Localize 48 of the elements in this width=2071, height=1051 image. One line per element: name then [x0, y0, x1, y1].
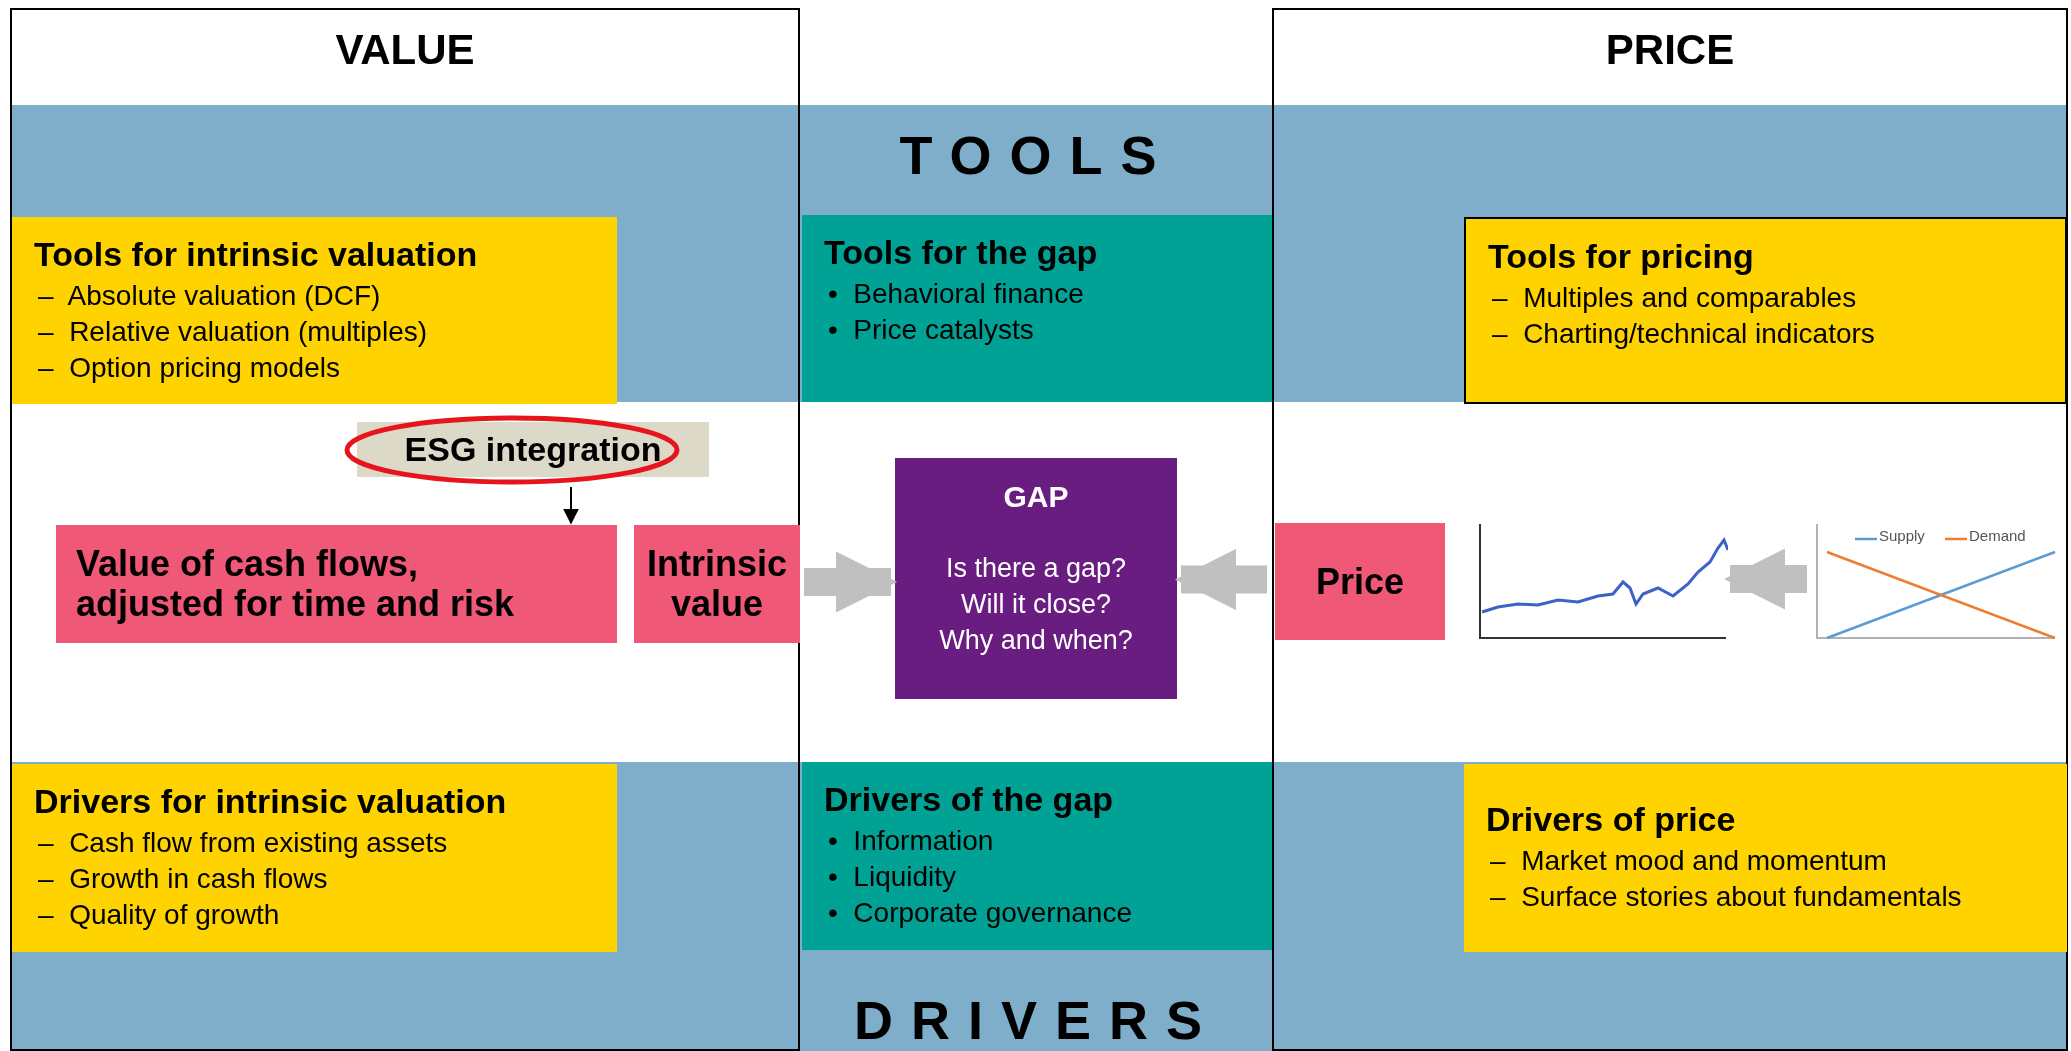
value-box: [56, 525, 617, 643]
list-item: – Market mood and momentum: [1490, 844, 1887, 878]
box-label: Intrinsic value: [646, 544, 788, 624]
card-heading: Tools for the gap: [824, 233, 1099, 272]
list-item: – Option pricing models: [38, 351, 340, 385]
info-card: [1464, 764, 2067, 952]
list-item: • Price catalysts: [828, 313, 1034, 347]
info-card: [802, 215, 1272, 402]
list-item: – Growth in cash flows: [38, 862, 328, 896]
info-card: [12, 217, 617, 404]
gap-box: [895, 458, 1177, 699]
section-heading: DRIVERS: [852, 990, 1221, 1051]
list-item: • Liquidity: [828, 860, 957, 894]
list-item: – Relative valuation (multiples): [38, 315, 428, 349]
list-item: • Information: [828, 824, 994, 858]
card-heading: Drivers for intrinsic valuation: [34, 782, 508, 821]
box-label: Value of cash flows, adjusted for time and risk: [76, 544, 516, 624]
card-heading: Tools for intrinsic valuation: [34, 235, 479, 274]
column-panel: [10, 8, 800, 1051]
arrow: [563, 486, 579, 525]
list-item: – Surface stories about fundamentals: [1490, 880, 1962, 914]
box-label: Price: [1315, 561, 1405, 602]
list-item: • Corporate governance: [828, 896, 1132, 930]
block-arrow: [1174, 548, 1267, 611]
value-box: [1275, 523, 1445, 640]
list-item: – Cash flow from existing assets: [38, 826, 448, 860]
column-panel: [1272, 8, 2068, 1051]
box-label: ESG integration: [404, 430, 662, 469]
list-item: • Behavioral finance: [828, 277, 1084, 311]
list-item: – Multiples and comparables: [1492, 281, 1857, 315]
block-arrow: [1723, 548, 1807, 610]
block-arrow: [804, 551, 898, 613]
legend-text: Supply: [1879, 527, 1925, 544]
card-heading: Drivers of the gap: [824, 780, 1115, 819]
box-text: Is there a gap? Will it close? Why and when?: [939, 552, 1133, 657]
value-box: [634, 525, 800, 643]
info-card: [12, 764, 617, 952]
list-item: – Absolute valuation (DCF): [38, 279, 381, 313]
info-card: [1464, 217, 2067, 404]
section-heading: TOOLS: [898, 124, 1176, 187]
card-heading: Drivers of price: [1486, 800, 1737, 839]
list-item: – Quality of growth: [38, 898, 280, 932]
list-item: – Charting/technical indicators: [1492, 317, 1875, 351]
box-heading: GAP: [1002, 480, 1070, 514]
card-heading: Tools for pricing: [1488, 237, 1755, 276]
info-card: [802, 762, 1272, 950]
legend-text: Demand: [1969, 527, 2026, 544]
price-chart-drawing: [1478, 522, 1728, 640]
